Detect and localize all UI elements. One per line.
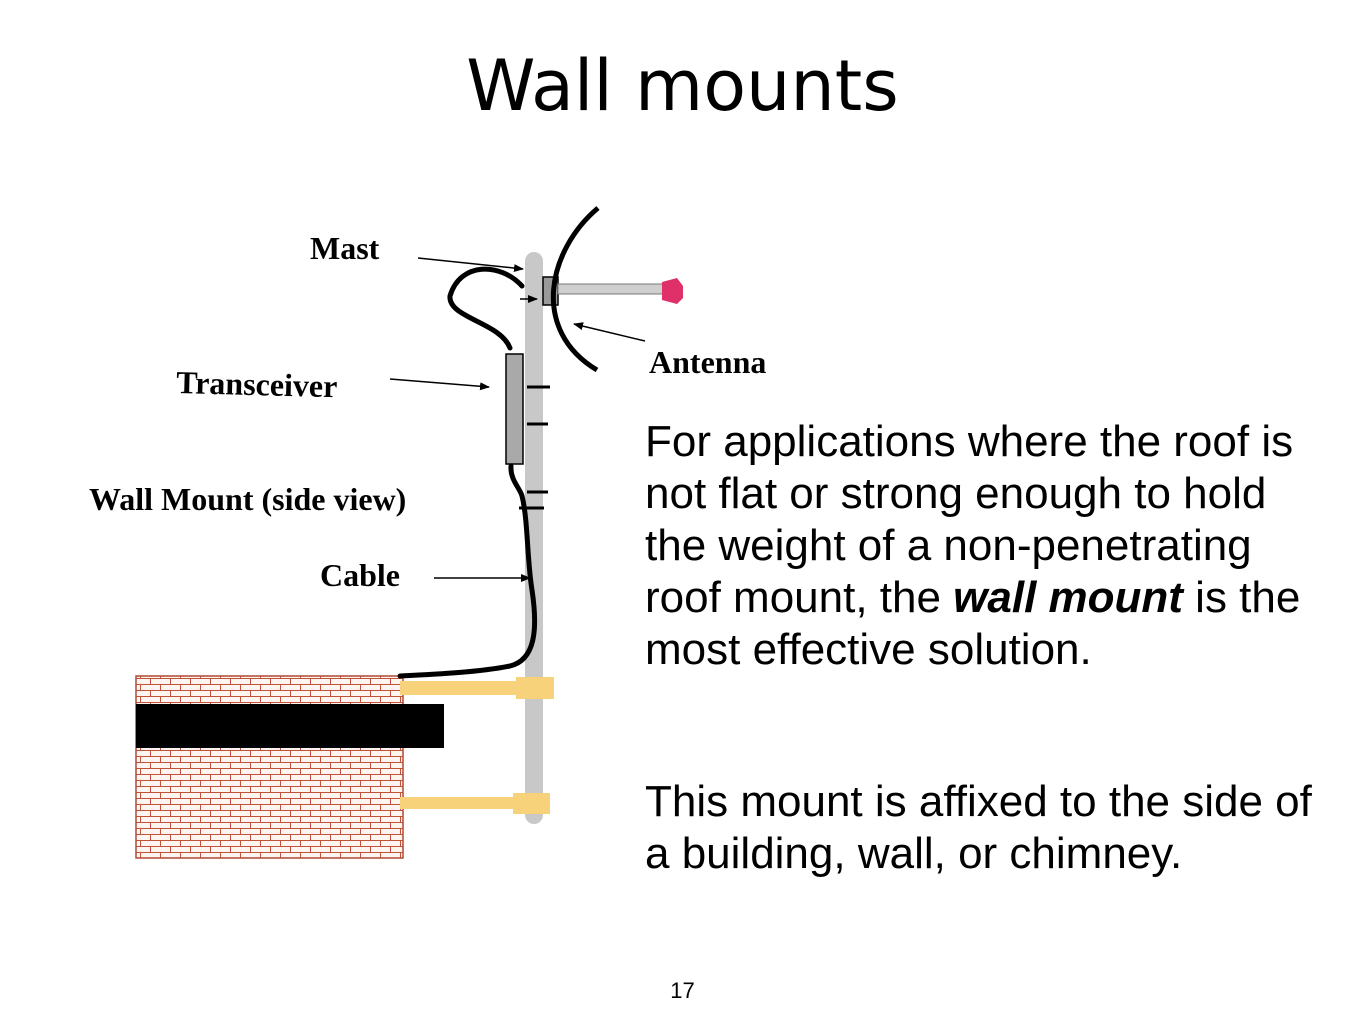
wall-mount-brackets bbox=[400, 677, 554, 814]
brick-wall bbox=[135, 675, 404, 859]
antenna-arrow bbox=[573, 322, 646, 342]
body-paragraph-2: This mount is affixed to the side of a b… bbox=[645, 777, 1312, 878]
cable bbox=[397, 266, 538, 679]
roof-slab bbox=[136, 704, 444, 748]
transceiver-arrow bbox=[389, 378, 490, 391]
paragraph-1-end: is the most effective solution. bbox=[645, 573, 1313, 674]
label-transceiver: Transceiver bbox=[176, 364, 338, 404]
antenna-boom bbox=[557, 283, 665, 295]
paragraph-1-emphasis: wall mount bbox=[953, 573, 1183, 622]
slide-title: Wall mounts bbox=[466, 45, 899, 127]
label-antenna: Antenna bbox=[649, 344, 766, 380]
pointer-arrows bbox=[389, 257, 646, 582]
label-cable: Cable bbox=[320, 557, 400, 593]
label-wall-mount: Wall Mount (side view) bbox=[89, 481, 406, 517]
antenna-dish bbox=[550, 206, 600, 373]
paragraph-1-text: For applications where the roof is not f… bbox=[645, 417, 1306, 622]
transceiver-box bbox=[505, 353, 524, 465]
page-number: 17 bbox=[670, 978, 695, 1003]
label-mast: Mast bbox=[310, 230, 380, 266]
mast-arrow bbox=[417, 257, 524, 273]
antenna-feed-tip bbox=[662, 278, 683, 304]
body-paragraph-1: For applications where the roof is not f… bbox=[645, 416, 1335, 676]
